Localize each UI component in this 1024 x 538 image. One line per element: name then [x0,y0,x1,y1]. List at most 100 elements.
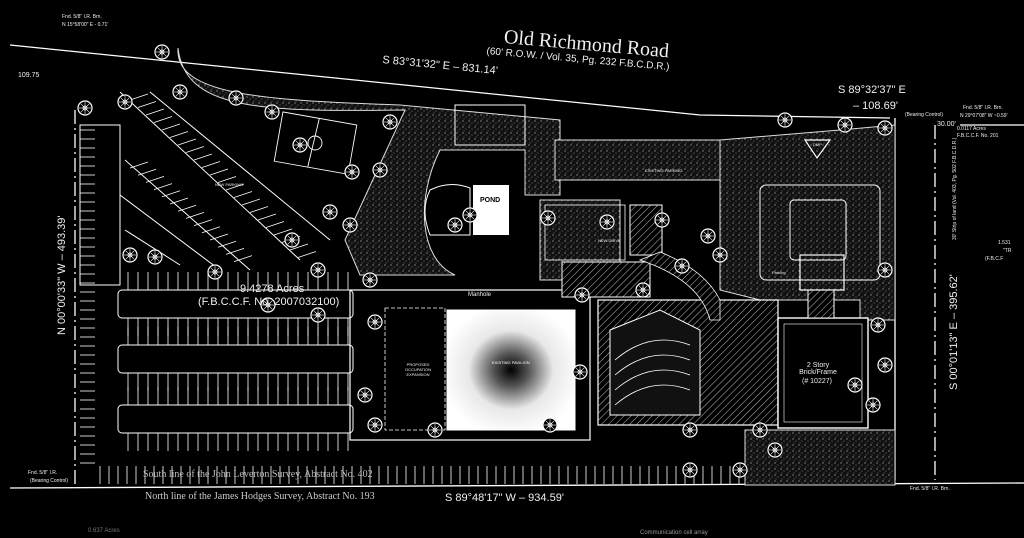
parking-stall [297,251,317,258]
west-stalls [127,272,349,451]
parking-stall [209,168,229,176]
tree-icon [310,262,326,278]
tree-icon [599,214,615,230]
main-building [561,204,779,426]
tree-icon [357,387,373,403]
tree-icon [367,417,383,433]
tree-icon [712,247,728,263]
tree-icon [382,114,398,130]
tree-icon [462,207,478,223]
right-edge-record: (F.B.C.F [985,256,1004,262]
parking-stall [161,123,181,131]
tree-icon [732,462,748,478]
east-bearing: S 00°01'13" E – 395.62' [948,274,960,390]
parking-stall [241,198,261,206]
parking-stall [169,197,189,205]
tree-icon [447,217,463,233]
nw-pin-bearing: N 15°58'00" E - 0.71' [62,22,109,28]
two-story-building [777,254,869,429]
tree-icon [372,162,388,178]
tree-icon [122,247,138,263]
north-east-distance: – 108.69' [853,100,898,112]
tree-icon [837,117,853,133]
parking-stall [145,108,165,116]
west-parking [117,289,354,434]
east-strip-acreage: 0.0117 Acres [957,126,986,132]
tree-icon [154,44,170,60]
parking-stall [177,138,197,146]
manhole-label: Manhole [468,292,492,298]
parking-stall [217,176,237,183]
tree-icon [322,204,338,220]
parking-stall [153,183,173,190]
parking-stall [177,204,197,212]
tree-icon [228,90,244,106]
south-bearing: S 89°48'17" W – 934.59' [445,492,564,504]
tree-icon [540,210,556,226]
tract-acreage: 9.4278 Acres [240,283,305,295]
parking-stall [289,243,309,251]
tree-icon [870,317,886,333]
south-survey-line: South line of the John Leverton Survey, … [143,469,373,480]
pond-area [424,104,626,261]
parking-stall [137,168,157,176]
parking-stall [185,212,205,219]
basketball-court [273,111,358,175]
dump-triangle-icon [803,139,832,160]
story-frame-number: (# 10227) [802,378,832,385]
east-parking [759,184,881,281]
story-frame-label: 2 Story Brick/Frame [799,362,837,376]
tree-icon [362,272,378,288]
tree-icon [427,422,443,438]
tree-icon [264,104,280,120]
tree-icon [172,84,188,100]
parking-stall [233,255,253,262]
tract-record: (F.B.C.C.F. No. 2007032100) [198,296,340,308]
tree-icon [342,217,358,233]
tree-icon [877,262,893,278]
ne-pin-label: Fnd. 5/8" I.R. Brn. [963,105,1003,111]
right-edge-number: 1.531 [998,240,1011,246]
tree-icon [682,462,698,478]
bottom-center-note: Communication cell array [640,530,708,536]
parking-stall [169,131,189,138]
parking-stall [153,116,173,123]
tree-icon [847,377,863,393]
pond-label: POND [480,197,501,204]
south-stalls [80,129,740,484]
tree-icon [147,249,163,265]
east-strip-record: F.B.C.C.F. No. 201 [957,133,999,139]
new-parking-label: NEW PARKING [215,182,244,187]
parking-stall [185,146,205,153]
tree-icon [117,94,133,110]
tree-icon [292,137,308,153]
tree-icon [344,164,360,180]
tree-icon [284,232,300,248]
tree-icon [752,422,768,438]
parking-stall [257,213,277,221]
parking-label: Parking [772,270,786,275]
tree-icon [367,314,383,330]
tree-icon [682,422,698,438]
tree-icon [207,264,223,280]
se-pin-label: Fnd. 5/8" I.R. Brn. [910,486,950,492]
parking-stall [209,233,229,241]
tree-icon [654,212,670,228]
parking-stall [233,191,253,198]
nw-distance: 109.75 [18,72,40,79]
tree-icon [674,258,690,274]
nw-pin-label: Fnd. 5/8" I.R. Brn. [62,14,102,20]
bottom-left-acres: 0.637 Acres [88,528,120,534]
parking-stall [193,153,213,161]
tree-icon [877,357,893,373]
ne-pin-note: (Bearing Control) [905,112,944,118]
parking-stall [225,248,245,255]
expansion-label: PROPOSED OCCUPATION EXPANSION [404,362,432,377]
parking-stall [145,176,165,183]
tree-icon [700,228,716,244]
parking-stall [249,206,269,213]
parking-stall [193,219,213,226]
tree-icon [777,112,793,128]
right-edge-tract: "TR [1003,248,1012,254]
